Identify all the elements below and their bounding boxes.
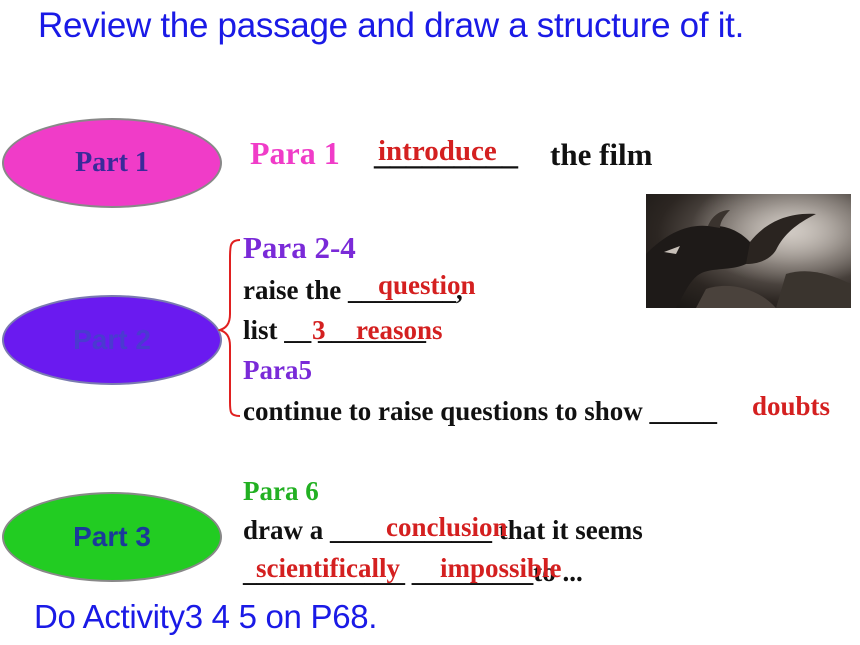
part-1-oval: Part 1 [2, 118, 222, 208]
answer-doubts: doubts [752, 391, 831, 421]
answer-3: 3 [312, 315, 326, 345]
continue-line: continue to raise questions to show ____… [243, 396, 718, 426]
para-6-label: Para 6 [243, 476, 319, 506]
raise-line: raise the ________, [243, 275, 463, 305]
list-line: list __ ________ [243, 315, 427, 345]
para-1-blank: _________ [374, 135, 518, 171]
footer-instruction: Do Activity3 4 5 on P68. [34, 598, 378, 635]
part-1-label: Part 1 [75, 147, 149, 178]
answer-introduce: introduce [378, 135, 497, 167]
answer-conclusion: conclusion [386, 512, 508, 542]
part-2-oval: Part 2 [2, 295, 222, 385]
para-2-4-label: Para 2-4 [243, 230, 356, 265]
answer-impossible: impossible [440, 553, 562, 583]
part-3-oval: Part 3 [2, 492, 222, 582]
part-3-label: Part 3 [73, 521, 151, 552]
para-1-tail: the film [550, 137, 653, 172]
answer-scientifically: scientifically [256, 553, 400, 583]
para-1-label: Para 1 [250, 135, 340, 171]
dinosaur-photo-icon [646, 194, 851, 308]
answer-question: question [378, 270, 476, 300]
slide-title: Review the passage and draw a structure … [38, 6, 745, 45]
brace-icon [218, 239, 241, 417]
scientifically-line: ____________ _________to ... [243, 557, 583, 587]
part-2-label: Part 2 [73, 324, 151, 355]
answer-reasons: reasons [356, 315, 443, 345]
para-5-label: Para5 [243, 355, 312, 385]
draw-line: draw a ____________ that it seems [243, 515, 643, 545]
